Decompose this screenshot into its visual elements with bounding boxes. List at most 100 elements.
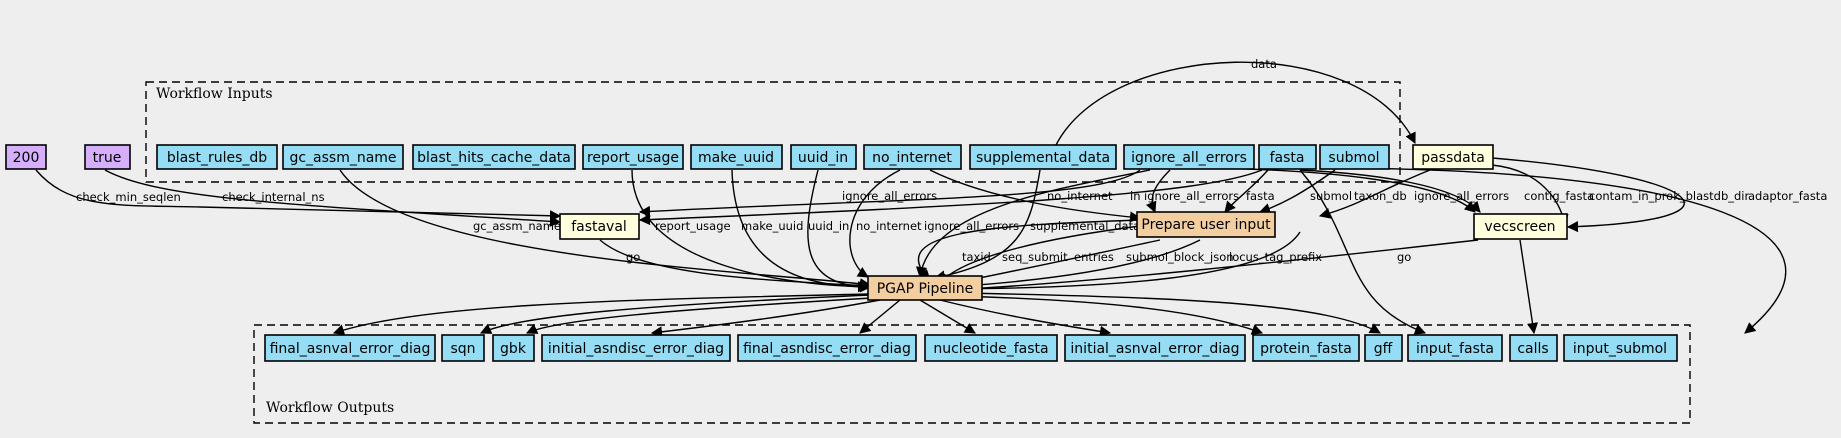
edge-prepare-to-pgap-submol — [946, 239, 1201, 292]
edge-label-contam: contam_in_prok_blastdb_dir — [1589, 189, 1749, 203]
node-default-200[interactable]: 200 — [5, 144, 47, 170]
edge-label-contig-fasta: contig_fasta — [1524, 189, 1594, 203]
edge-supplemental-to-passdata — [1055, 61, 1416, 146]
node-out-final-asndisc-error-diag[interactable]: final_asndisc_error_diag — [737, 334, 917, 362]
edge-label-supplemental: supplemental_data — [1030, 219, 1140, 233]
edge-label-nointernet-prep: no_internet — [1047, 189, 1113, 203]
node-out-gff[interactable]: gff — [1364, 334, 1403, 362]
edge-ignore-to-fastaval — [638, 169, 1141, 218]
edge-pgap-to-initial-asndisc — [650, 299, 881, 338]
edge-label-in: in — [1130, 189, 1140, 203]
node-label: no_internet — [872, 150, 952, 166]
node-fasta[interactable]: fasta — [1258, 144, 1317, 170]
node-label: passdata — [1421, 150, 1485, 166]
node-label: true — [93, 150, 122, 166]
node-label: fasta — [1270, 150, 1305, 166]
edge-label-locus: locus_tag_prefix — [1229, 250, 1322, 264]
node-submol[interactable]: submol — [1319, 144, 1390, 170]
node-default-true[interactable]: true — [84, 144, 131, 170]
edge-label-adaptor: adaptor_fasta — [1748, 189, 1827, 203]
edge-label-submol-prep: submol — [1310, 189, 1352, 203]
edge-prepare-to-pgap-seqsubmit — [939, 225, 1141, 284]
edge-label-seq-submit: seq_submit — [1002, 250, 1068, 264]
node-label: submol — [1328, 150, 1379, 166]
edge-passdata-to-prepare — [1318, 169, 1431, 219]
workflow-inputs-cluster — [145, 81, 1401, 183]
edge-label-ignore-vec: ignore_all_errors — [1414, 189, 1509, 203]
edge-pgap-to-final-asnval — [332, 293, 871, 336]
edge-label-gcassm: gc_assm_name — [473, 219, 561, 233]
node-pgap-pipeline[interactable]: PGAP Pipeline — [867, 275, 983, 301]
edge-fasta-to-fastaval — [638, 169, 1263, 226]
edge-true-to-fastaval — [104, 169, 562, 227]
node-label: calls — [1517, 341, 1548, 357]
edge-label-make-uuid: make_uuid — [741, 219, 803, 233]
node-label: blast_rules_db — [167, 150, 267, 166]
edge-makeuuid-to-pgap — [731, 169, 872, 293]
node-blast-rules-db[interactable]: blast_rules_db — [156, 144, 278, 170]
node-out-gbk[interactable]: gbk — [492, 334, 535, 362]
node-out-nucleotide-fasta[interactable]: nucleotide_fasta — [924, 334, 1058, 362]
node-supplemental-data[interactable]: supplemental_data — [969, 144, 1117, 170]
node-uuid-in[interactable]: uuid_in — [790, 144, 857, 170]
node-label: report_usage — [587, 150, 679, 166]
edge-label-taxondb: taxon_db — [1354, 189, 1407, 203]
workflow-inputs-label: Workflow Inputs — [156, 86, 273, 102]
node-out-final-asnval-error-diag[interactable]: final_asnval_error_diag — [264, 334, 436, 362]
edge-nointernet-to-pgap — [849, 169, 901, 278]
edge-label-submol-block: submol_block_json — [1126, 250, 1234, 264]
node-out-protein-fasta[interactable]: protein_fasta — [1252, 334, 1360, 362]
node-ignore-all-errors[interactable]: ignore_all_errors — [1123, 144, 1255, 170]
node-label: vecscreen — [1484, 219, 1555, 235]
edge-label-entries: entries — [1074, 250, 1114, 264]
node-label: blast_hits_cache_data — [417, 150, 571, 166]
node-fastaval[interactable]: fastaval — [559, 213, 640, 240]
workflow-outputs-label: Workflow Outputs — [266, 400, 394, 416]
edge-passdata-to-vecscreen-adaptor — [1491, 157, 1685, 233]
node-make-uuid[interactable]: make_uuid — [690, 144, 783, 170]
node-passdata[interactable]: passdata — [1412, 144, 1494, 170]
node-gc-assm-name[interactable]: gc_assm_name — [282, 144, 404, 170]
node-label: PGAP Pipeline — [877, 281, 974, 297]
node-out-input-fasta[interactable]: input_fasta — [1407, 334, 1503, 362]
node-label: final_asnval_error_diag — [270, 341, 431, 357]
edge-labels: data check_min_seqlen check_internal_ns … — [76, 57, 1827, 264]
edge-vecscreen-to-pgap — [948, 239, 1479, 296]
node-label: input_submol — [1573, 341, 1667, 357]
node-label: initial_asndisc_error_diag — [548, 341, 724, 357]
edge-label-go-vecscreen: go — [1397, 250, 1411, 264]
edge-fasta-to-vecscreen — [1299, 169, 1481, 213]
node-label: input_fasta — [1416, 341, 1494, 357]
edge-label-uuid-in: uuid_in — [808, 219, 849, 233]
node-out-initial-asnval-error-diag[interactable]: initial_asnval_error_diag — [1064, 334, 1246, 362]
node-prepare-user-input[interactable]: Prepare user input — [1136, 211, 1276, 238]
edge-label-report-usage: report_usage — [655, 219, 731, 233]
node-label: ignore_all_errors — [1131, 150, 1247, 166]
edge-pgap-to-final-asndisc — [859, 299, 901, 334]
edge-vecscreen-to-calls — [1519, 239, 1539, 335]
node-blast-hits-cache-data[interactable]: blast_hits_cache_data — [412, 144, 576, 170]
node-label: uuid_in — [798, 150, 848, 166]
edge-label-ignore-fastaval: ignore_all_errors — [842, 189, 937, 203]
edge-label-nointernet-pgap: no_internet — [856, 219, 922, 233]
edge-label-ignore-pgap: ignore_all_errors — [924, 219, 1019, 233]
edge-submol-to-prepare — [1258, 169, 1336, 214]
node-report-usage[interactable]: report_usage — [582, 144, 684, 170]
node-label: supplemental_data — [976, 150, 1110, 166]
edge-pgap-to-gff — [954, 292, 1381, 334]
edge-ignore-to-pgap — [915, 169, 1151, 279]
edge-pgap-to-initial-asnval — [939, 299, 1112, 337]
node-vecscreen[interactable]: vecscreen — [1473, 213, 1568, 240]
node-label: Prepare user input — [1141, 217, 1271, 233]
edge-label-fasta-prep: fasta — [1246, 189, 1275, 203]
edge-fasta-to-prepare — [1224, 169, 1269, 213]
node-out-initial-asndisc-error-diag[interactable]: initial_asndisc_error_diag — [541, 334, 731, 362]
node-label: initial_asnval_error_diag — [1070, 341, 1239, 357]
node-no-internet[interactable]: no_internet — [863, 144, 962, 170]
edge-uuidin-to-pgap — [807, 169, 870, 293]
edge-label-data: data — [1251, 57, 1277, 71]
node-out-calls[interactable]: calls — [1509, 334, 1558, 362]
node-out-input-submol[interactable]: input_submol — [1563, 334, 1678, 362]
node-out-sqn[interactable]: sqn — [441, 334, 485, 362]
